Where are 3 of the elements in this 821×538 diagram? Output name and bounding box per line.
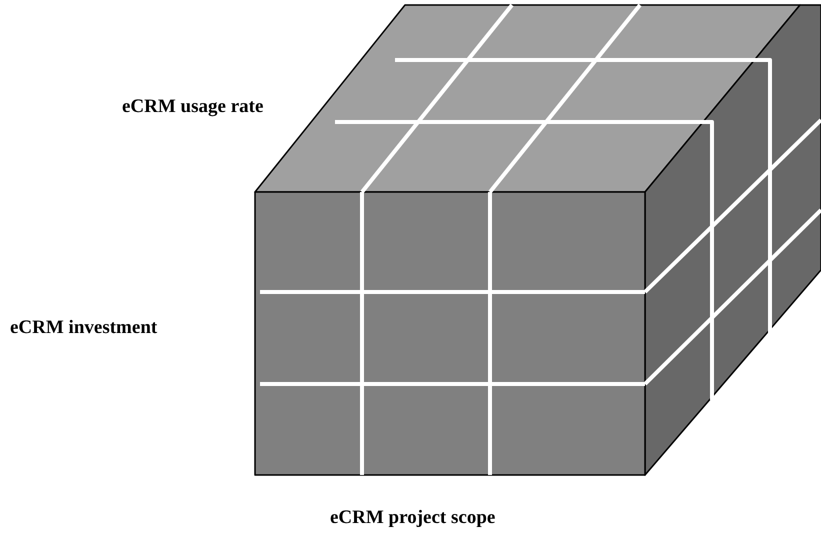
- axis-label: eCRM project scope: [330, 507, 496, 529]
- axis-label: eCRM investment: [10, 317, 158, 339]
- axis-label: eCRM usage rate: [122, 96, 264, 118]
